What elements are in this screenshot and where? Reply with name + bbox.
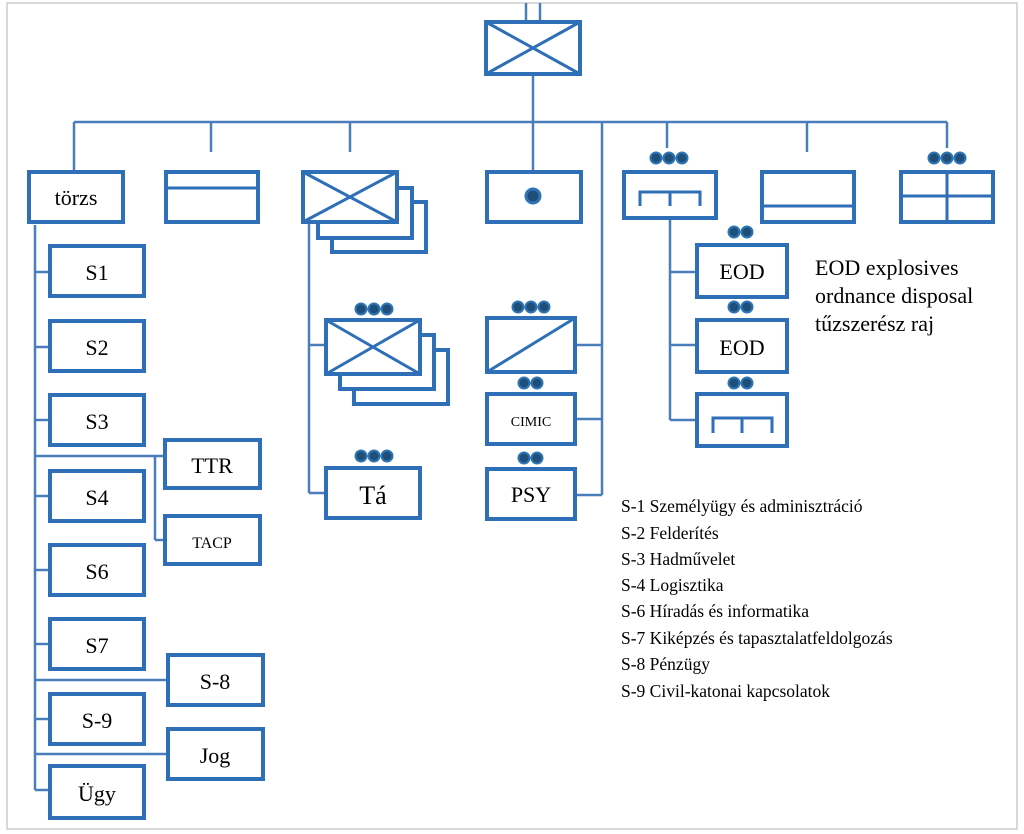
s4-label: S4	[85, 485, 108, 510]
legend-item: S-9 Civil-katonai kapcsolatok	[621, 681, 830, 701]
recon-company-symbol	[485, 300, 577, 374]
legend-item: S-7 Kiképzés és tapasztalatfeldolgozás	[621, 628, 893, 648]
staff-section-s1: S1	[48, 244, 146, 298]
platoon-size-dots	[727, 225, 754, 239]
psy-label: PSY	[511, 482, 551, 507]
platoon-size-dots	[727, 300, 754, 314]
tacp-label: TACP	[192, 535, 232, 552]
engineer-company-symbol	[622, 151, 718, 220]
unit-cimic: CIMIC	[485, 376, 577, 446]
s2-label: S2	[85, 335, 108, 360]
legend-item: S-4 Logisztika	[621, 575, 724, 595]
hq-unit-symbol	[484, 20, 582, 76]
eod1-label: EOD	[719, 259, 764, 284]
ttr-label: TTR	[191, 453, 233, 478]
unit-psy: PSY	[485, 451, 577, 521]
staff-section-s7: S7	[48, 617, 146, 671]
eod-note: EOD explosives ordnance disposal tűzszer…	[815, 255, 973, 336]
staff-section-s2: S2	[48, 319, 146, 373]
eod-note-line-2: ordnance disposal	[815, 283, 973, 308]
company-size-dots	[927, 151, 967, 165]
legend-item: S-6 Híradás és informatika	[621, 601, 809, 621]
support-unit-symbol-2	[760, 170, 856, 224]
unit-torzs-label: törzs	[55, 185, 98, 210]
company-size-dots	[511, 300, 551, 314]
s7-label: S7	[85, 633, 108, 658]
unit-eod-1: EOD	[695, 225, 789, 299]
unit-torzs: törzs	[27, 170, 125, 224]
connector-lines	[33, 3, 949, 792]
platoon-size-dots	[517, 376, 544, 390]
staff-section-s6: S6	[48, 543, 146, 597]
eod-note-line-3: tűzszerész raj	[815, 311, 934, 336]
unit-eod-2: EOD	[695, 300, 789, 374]
staff-section-s4: S4	[48, 469, 146, 523]
unit-ta: Tá	[324, 449, 422, 520]
staff-section-ugy: Ügy	[48, 764, 146, 820]
infantry-battalion-stack	[301, 170, 428, 254]
ugy-label: Ügy	[78, 781, 116, 806]
infantry-company-stack	[324, 302, 450, 406]
staff-section-s8: S-8	[166, 653, 265, 707]
legend-item: S-3 Hadművelet	[621, 549, 735, 569]
s9-label: S-9	[82, 708, 113, 733]
company-size-dots	[354, 302, 394, 316]
unit-tacp: TACP	[163, 514, 262, 566]
support-unit-symbol	[164, 170, 260, 224]
s8-label: S-8	[200, 669, 231, 694]
company-size-dots	[649, 151, 689, 165]
platoon-size-dots	[727, 376, 754, 390]
grid-unit-symbol	[899, 151, 995, 224]
diagram-frame	[6, 2, 1018, 830]
platoon-size-dots	[517, 451, 544, 465]
s3-label: S3	[85, 409, 108, 434]
company-size-dots	[354, 449, 394, 463]
artillery-unit-symbol	[485, 170, 583, 224]
unit-jog: Jog	[166, 727, 265, 781]
eod2-label: EOD	[719, 335, 764, 360]
jog-label: Jog	[200, 743, 231, 768]
cimic-label: CIMIC	[511, 415, 551, 430]
eod-note-line-1: EOD explosives	[815, 255, 959, 280]
s6-label: S6	[85, 559, 108, 584]
legend-item: S-8 Pénzügy	[621, 654, 710, 674]
engineer-platoon-symbol	[695, 376, 789, 448]
s1-label: S1	[85, 260, 108, 285]
legend: S-1 Személyügy és adminisztráció S-2 Fel…	[621, 496, 893, 701]
staff-section-s9: S-9	[48, 692, 146, 746]
ta-label: Tá	[359, 481, 387, 510]
staff-section-s3: S3	[48, 393, 146, 447]
legend-item: S-2 Felderítés	[621, 523, 719, 543]
unit-ttr: TTR	[163, 438, 262, 490]
legend-item: S-1 Személyügy és adminisztráció	[621, 496, 863, 516]
